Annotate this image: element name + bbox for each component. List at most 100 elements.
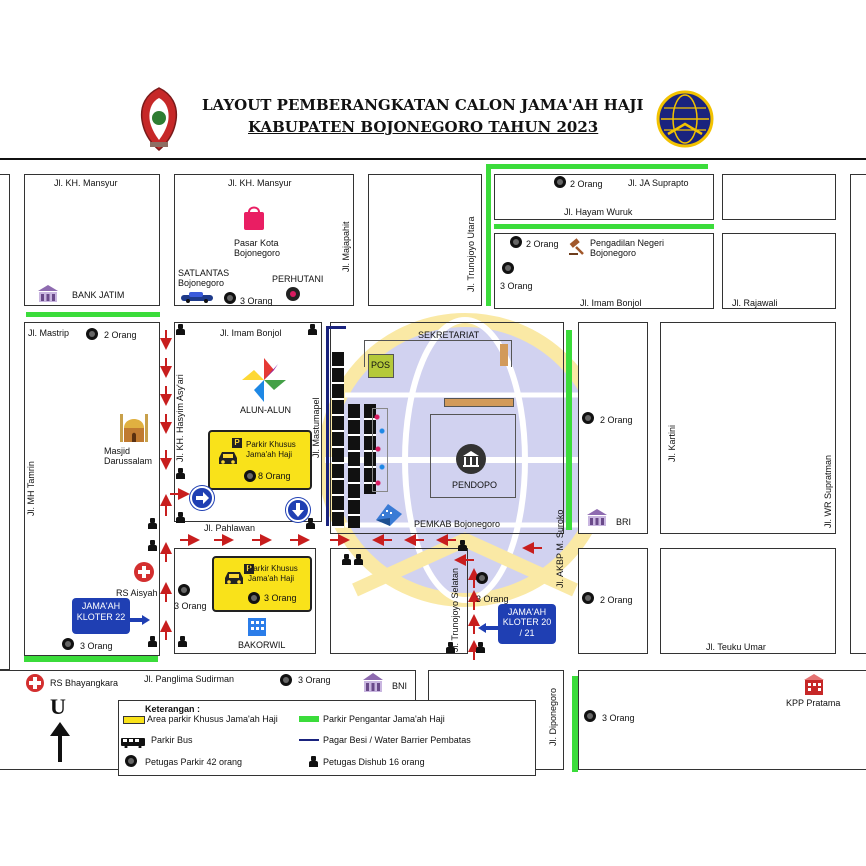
parking-area-alun-alun: P Parkir Khusus Jama'ah Haji 8 Orang xyxy=(208,430,312,490)
street-ja-suprapto: Jl. JA Suprapto xyxy=(628,178,689,188)
dishub-officer-icon xyxy=(178,636,187,647)
officer-count-trunojoyo-selatan: 3 Orang xyxy=(476,594,509,604)
dishub-officer-icon xyxy=(148,518,157,529)
kloter-20-21-arrow xyxy=(478,620,498,633)
mosque-icon xyxy=(118,408,150,442)
legend-barrier-label: Pagar Besi / Water Barrier Pembatas xyxy=(323,735,471,745)
officer-count-pengadilan: 2 Orang xyxy=(526,239,559,249)
bank-jatim-label: BANK JATIM xyxy=(72,290,125,300)
legend-green-swatch xyxy=(299,716,319,722)
dishub-officer-icon xyxy=(309,756,318,767)
drop-zone-bank-jatim xyxy=(26,312,160,317)
hospital-bhayangkara-icon xyxy=(26,674,44,692)
gavel-icon xyxy=(568,238,586,256)
bni-bank-icon xyxy=(362,672,384,694)
parking-p-icon: P xyxy=(244,564,254,574)
page-subtitle: KABUPATEN BOJONEGORO TAHUN 2023 xyxy=(248,118,599,136)
legend-yellow-label: Area parkir Khusus Jama'ah Haji xyxy=(147,714,278,724)
street-imam-bonjol-1: Jl. Imam Bonjol xyxy=(580,298,642,308)
parking-khusus-2-count: 3 Orang xyxy=(264,593,297,603)
sekretariat-outline xyxy=(364,340,512,367)
dishub-officer-icon xyxy=(354,554,363,565)
rs-bhayangkara-label: RS Bhayangkara xyxy=(50,678,119,688)
bank-icon xyxy=(36,284,60,304)
officer-icon xyxy=(125,755,137,767)
legend-officer-label: Petugas Parkir 42 orang xyxy=(145,757,243,767)
direction-down-icon xyxy=(286,498,310,522)
street-pahlawan: Jl. Pahlawan xyxy=(204,523,256,533)
officer-count-bakorwil-left: 3 Orang xyxy=(174,601,207,611)
street-hayam-wuruk: Jl. Hayam Wuruk xyxy=(564,207,633,217)
page-title: LAYOUT PEMBERANGKATAN CALON JAMA'AH HAJI xyxy=(202,96,644,114)
pemkab-building-icon xyxy=(374,500,404,526)
bri-label: BRI xyxy=(616,517,632,527)
direction-right-icon xyxy=(190,486,214,510)
kpp-building-icon xyxy=(802,672,826,696)
alun-alun-pinwheel-icon xyxy=(240,356,288,404)
police-car-icon xyxy=(180,290,214,303)
street-rajawali: Jl. Rajawali xyxy=(732,298,778,308)
kpp-label: KPP Pratama xyxy=(786,698,841,708)
street-teuku-umar: Jl. Teuku Umar xyxy=(706,642,766,652)
flower-beds xyxy=(372,408,388,492)
kloter-20-21-label: JAMA'AH KLOTER 20 / 21 xyxy=(502,607,552,638)
compass-north-label: U xyxy=(50,694,66,719)
officer-count-bri-bottom: 2 Orang xyxy=(600,595,633,605)
block-far-right-top xyxy=(722,174,836,220)
bus-parking-column-1 xyxy=(332,352,344,528)
hospital-cross-icon xyxy=(134,562,154,582)
officer-icon xyxy=(476,572,488,584)
parking-khusus-2-label: Parkir Khusus Jama'ah Haji xyxy=(248,564,298,583)
officer-icon xyxy=(582,592,594,604)
dishub-logo xyxy=(656,90,714,148)
officer-count-ja-suprapto: 2 Orang xyxy=(570,179,603,189)
car-icon xyxy=(222,570,246,586)
officer-icon xyxy=(86,328,98,340)
pasar-kota-label: Pasar Kota Bojonegoro xyxy=(234,238,281,259)
bakorwil-label: BAKORWIL xyxy=(238,640,286,650)
rs-aisyah-label: RS Aisyah xyxy=(116,588,158,598)
kloter-22-box: JAMA'AH KLOTER 22 xyxy=(72,598,130,634)
legend-bus-label: Parkir Bus xyxy=(151,735,193,745)
officer-count-kloter22: 3 Orang xyxy=(80,641,113,651)
drop-zone-hayam-wuruk xyxy=(494,224,714,229)
bus-parking-column-2 xyxy=(348,404,360,528)
officer-icon xyxy=(584,710,596,722)
block-bank-jatim xyxy=(24,174,160,306)
dishub-officer-icon xyxy=(148,636,157,647)
masjid-label: Masjid Darussalam xyxy=(104,446,153,467)
officer-icon xyxy=(178,584,190,596)
legend: Keterangan : Area parkir Khusus Jama'ah … xyxy=(118,700,536,776)
street-mastrip: Jl. Mastrip xyxy=(28,328,70,338)
bni-label: BNI xyxy=(392,681,408,691)
officer-icon xyxy=(554,176,566,188)
block-far-right-strip xyxy=(850,174,866,654)
drop-zone-ja-suprapto-top xyxy=(486,164,708,169)
water-barrier xyxy=(326,326,329,526)
pos-label: POS xyxy=(371,360,391,370)
kloter-22-label: JAMA'AH KLOTER 22 xyxy=(76,601,126,622)
drop-zone-diponegoro xyxy=(572,676,578,772)
officer-count-sudirman: 3 Orang xyxy=(298,675,331,685)
sekretariat-building xyxy=(500,344,508,366)
dishub-officer-icon xyxy=(176,324,185,335)
legend-heading: Keterangan : xyxy=(145,704,201,714)
dishub-officer-icon xyxy=(308,324,317,335)
drop-zone-mastrip xyxy=(24,656,158,662)
block-pasar-kota xyxy=(174,174,354,306)
dishub-officer-icon xyxy=(148,540,157,551)
bar-building xyxy=(444,398,514,407)
block-bri xyxy=(578,322,648,534)
parking-khusus-1-label: Parkir Khusus Jama'ah Haji xyxy=(246,440,296,459)
pemkab-label: PEMKAB Bojonegoro xyxy=(414,519,501,529)
legend-green-label: Parkir Pengantar Jama'ah Haji xyxy=(323,714,445,724)
bri-bank-icon xyxy=(586,508,608,528)
parking-p-icon: P xyxy=(232,438,242,448)
officer-icon xyxy=(280,674,292,686)
kloter-20-21-box: JAMA'AH KLOTER 20 / 21 xyxy=(498,604,556,644)
officer-count-mastrip: 2 Orang xyxy=(104,330,137,340)
water-barrier-top xyxy=(326,326,346,329)
perhutani-label: PERHUTANI xyxy=(272,274,324,284)
block-trunojoyo-utara xyxy=(368,174,482,306)
